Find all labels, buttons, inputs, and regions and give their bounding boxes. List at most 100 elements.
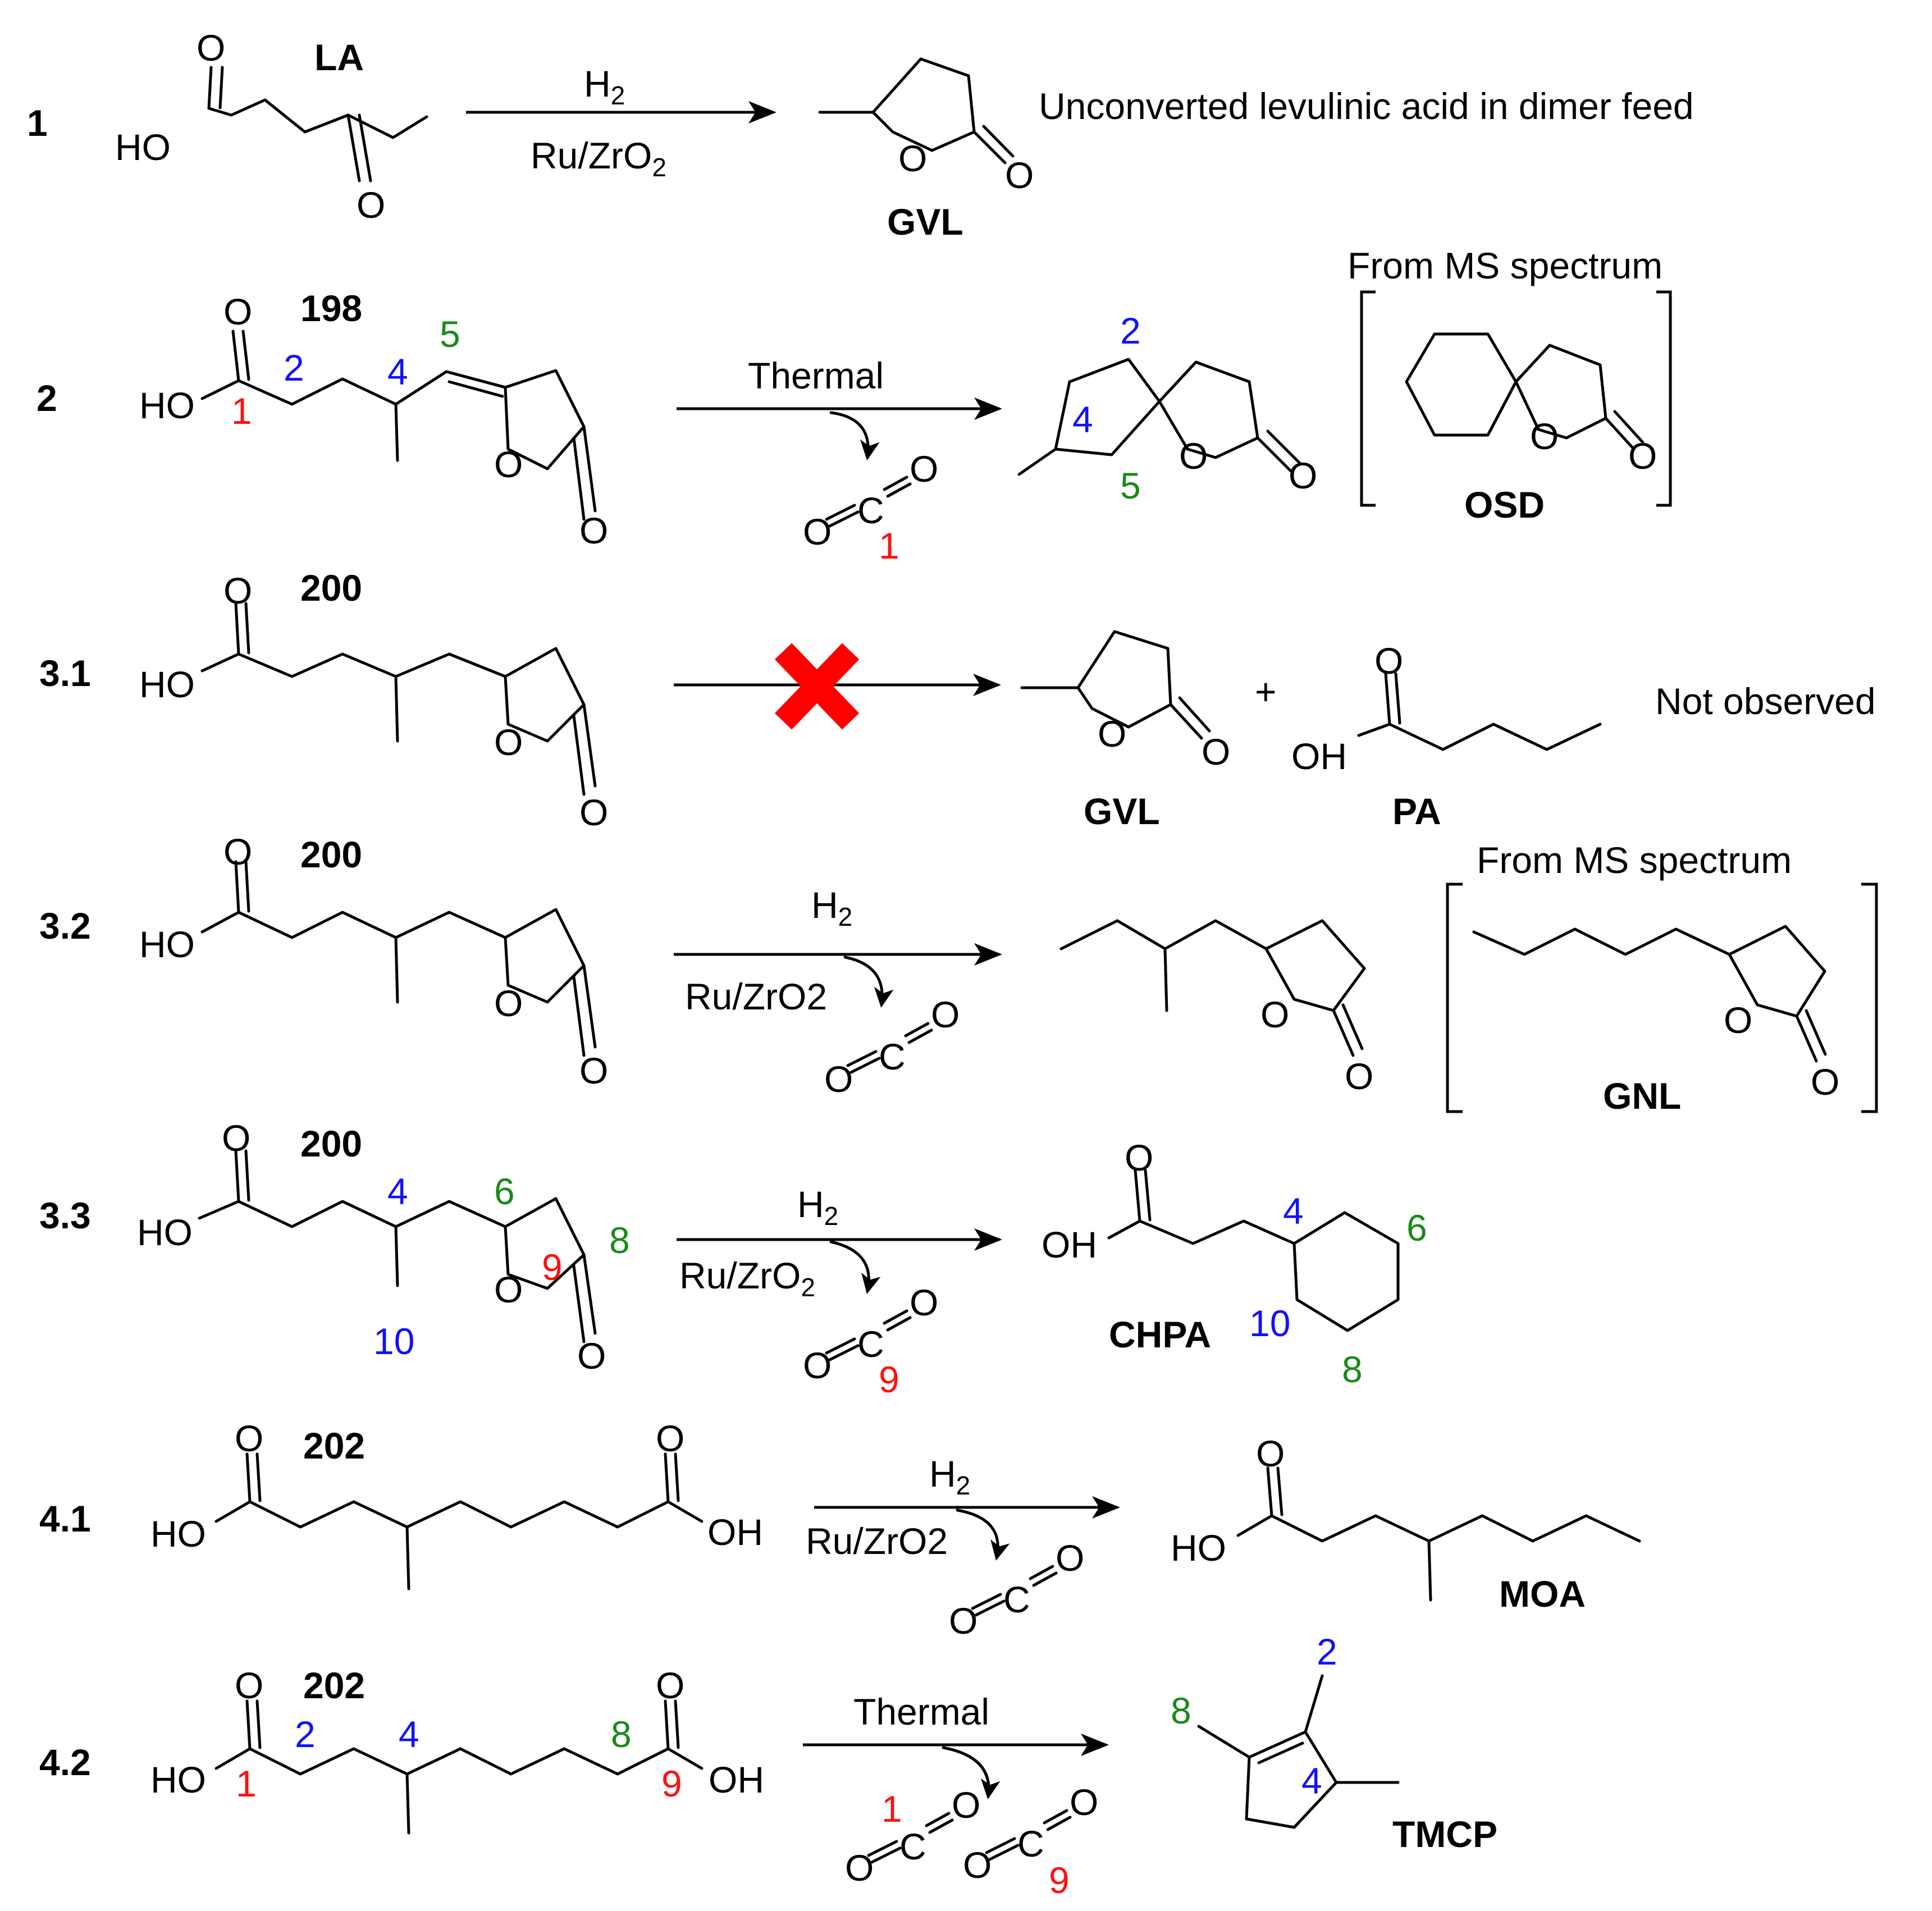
atom-o: O	[197, 27, 225, 68]
spiro-product-structure: O O	[1017, 358, 1317, 496]
atom-c: C	[899, 1826, 926, 1867]
atom-ho: HO	[139, 924, 195, 965]
reaction-number-3-2: 3.2	[39, 905, 91, 947]
atom-o: O	[1289, 455, 1317, 496]
carbon-number-9: 9	[661, 1763, 682, 1804]
label-200: 200	[300, 567, 362, 609]
reaction-number-4-2: 4.2	[39, 1741, 91, 1783]
red-x-icon	[774, 643, 860, 730]
co2-structure: O C O	[845, 1784, 980, 1889]
carbon-number-4: 4	[1072, 399, 1093, 440]
compound-198-structure: O HO O O	[139, 291, 608, 551]
atom-oh: OH	[1042, 1224, 1097, 1265]
atom-c: C	[1003, 1579, 1030, 1620]
carbon-number-9: 9	[879, 1359, 899, 1400]
atom-o: O	[803, 1345, 832, 1386]
atom-o: O	[235, 1418, 263, 1459]
co2-structure: O C O	[803, 448, 938, 552]
co2-structure: O C O	[803, 1282, 938, 1386]
carbon-number-5: 5	[440, 313, 460, 355]
reaction-number-3-1: 3.1	[39, 652, 91, 694]
atom-o: O	[579, 510, 608, 551]
compound-200-structure: O HO O O	[139, 570, 608, 833]
carbon-number-2: 2	[295, 1713, 316, 1755]
atom-oh: OH	[709, 1759, 764, 1800]
atom-o: O	[910, 1282, 938, 1323]
curved-arrow	[829, 411, 880, 460]
chpa-structure: O OH	[1042, 1137, 1400, 1332]
curved-arrow	[843, 956, 894, 1008]
carbon-number-6: 6	[494, 1171, 515, 1212]
note-ms-spectrum: From MS spectrum	[1348, 245, 1662, 286]
condition-thermal: Thermal	[853, 1691, 989, 1732]
condition-h2: H2	[929, 1453, 970, 1500]
atom-ho: HO	[115, 126, 171, 168]
atom-o: O	[223, 291, 252, 332]
atom-o: O	[494, 982, 523, 1024]
reaction-row-4-2: 4.2 O HO O OH 202 2 4 8 1 9 Thermal O C …	[39, 1631, 1497, 1901]
pa-structure: O OH	[1291, 640, 1602, 777]
atom-o: O	[1070, 1781, 1098, 1823]
reaction-number-2: 2	[36, 377, 57, 419]
plus-sign: +	[1255, 671, 1277, 712]
carbon-number-2: 2	[1120, 310, 1141, 351]
carbon-number-2: 2	[284, 347, 304, 388]
atom-c: C	[879, 1036, 906, 1077]
bracket-right	[1656, 290, 1672, 507]
compound-200-structure: O HO O O	[137, 1117, 606, 1377]
compound-202-structure: O HO O OH	[150, 1418, 763, 1590]
reaction-number-1: 1	[27, 102, 48, 144]
label-gvl: GVL	[1084, 790, 1160, 832]
reaction-row-1: 1 O HO O LA H2 Ru/ZrO2 O O GVL Unconvert…	[27, 27, 1694, 243]
carbon-number-9: 9	[1049, 1859, 1070, 1901]
carbon-number-4: 4	[399, 1713, 419, 1755]
atom-ho: HO	[150, 1759, 206, 1800]
compound-200-structure: O HO O O	[139, 831, 608, 1091]
carbon-number-1: 1	[881, 1788, 902, 1830]
bracket-right	[1861, 883, 1878, 1113]
atom-o: O	[931, 994, 960, 1035]
carbon-number-1: 1	[231, 390, 252, 432]
gvl-structure: O O	[818, 57, 1034, 196]
atom-o: O	[898, 138, 927, 179]
atom-c: C	[857, 490, 884, 531]
atom-o: O	[1811, 1061, 1839, 1103]
carbon-number-8: 8	[609, 1219, 630, 1261]
atom-o: O	[494, 1269, 523, 1310]
atom-o: O	[1056, 1537, 1084, 1579]
atom-o: O	[1530, 415, 1559, 457]
label-202: 202	[303, 1665, 365, 1706]
carbon-number-5: 5	[1120, 465, 1141, 506]
label-gvl: GVL	[887, 201, 963, 243]
carbon-number-1: 1	[879, 525, 899, 566]
condition-thermal: Thermal	[748, 355, 884, 396]
atom-oh: OH	[1291, 735, 1347, 777]
co2-structure: O C O	[824, 994, 960, 1100]
atom-o: O	[656, 1665, 684, 1706]
carbon-number-6: 6	[1406, 1207, 1427, 1249]
label-moa: MOA	[1499, 1573, 1586, 1615]
carbon-number-4: 4	[387, 1171, 408, 1212]
atom-o: O	[494, 721, 523, 763]
carbon-number-1: 1	[236, 1763, 257, 1804]
label-pa: PA	[1392, 790, 1441, 832]
reaction-row-2: 2 O HO O O 198 2 4 5 1 Thermal O C O 1	[36, 245, 1672, 566]
carbon-number-2: 2	[1317, 1631, 1337, 1672]
note-ms-spectrum: From MS spectrum	[1477, 839, 1792, 881]
label-198: 198	[300, 287, 362, 329]
atom-ho: HO	[137, 1211, 193, 1253]
carbon-number-4: 4	[387, 351, 408, 392]
condition-catalyst: Ru/ZrO2	[679, 1255, 815, 1302]
atom-ho: HO	[139, 385, 195, 426]
atom-ho: HO	[150, 1513, 206, 1555]
condition-catalyst: Ru/ZrO2	[806, 1520, 948, 1562]
label-gnl: GNL	[1603, 1075, 1681, 1117]
label-tmcp: TMCP	[1392, 1813, 1497, 1855]
atom-o: O	[223, 831, 252, 872]
atom-ho: HO	[139, 664, 195, 705]
atom-o: O	[222, 1117, 250, 1159]
osd-structure: O O	[1405, 332, 1657, 477]
condition-h2: H2	[797, 1183, 838, 1231]
bracket-left	[1360, 290, 1376, 507]
